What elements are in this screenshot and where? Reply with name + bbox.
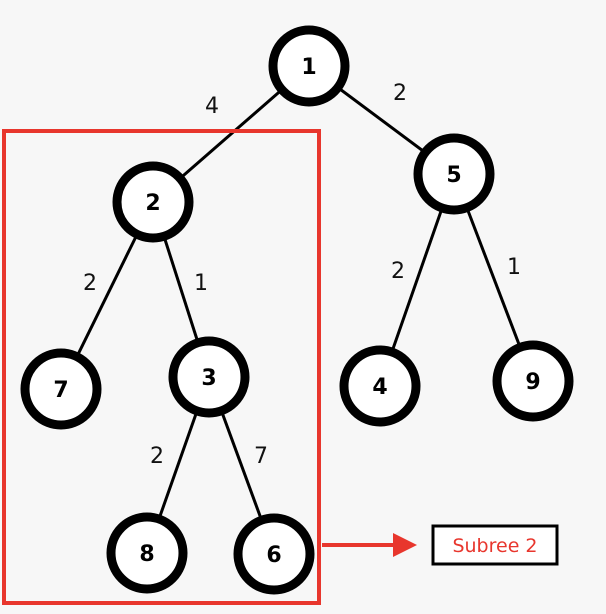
subtree-highlight-box xyxy=(2,129,321,605)
node-label: 1 xyxy=(301,55,316,80)
node-label: 6 xyxy=(266,543,281,568)
nodes: 1 2 5 7 3 4 9 8 xyxy=(20,25,574,595)
tree-node-6[interactable]: 6 xyxy=(233,513,315,595)
node-label: 5 xyxy=(446,163,461,188)
edge-weight-3-8: 2 xyxy=(150,444,164,469)
edge-weight-1-2: 4 xyxy=(205,94,219,119)
node-label: 2 xyxy=(145,191,160,216)
tree-node-3[interactable]: 3 xyxy=(168,336,250,418)
tree-node-9[interactable]: 9 xyxy=(492,340,574,422)
tree-node-8[interactable]: 8 xyxy=(106,512,188,594)
tree-node-2[interactable]: 2 xyxy=(112,161,194,243)
node-label: 7 xyxy=(53,378,68,403)
tree-node-4[interactable]: 4 xyxy=(339,345,421,427)
tree-node-7[interactable]: 7 xyxy=(20,348,102,430)
edge-weight-5-9: 1 xyxy=(507,255,521,280)
node-label: 9 xyxy=(525,370,540,395)
edge-weight-1-5: 2 xyxy=(393,81,407,106)
node-label: 4 xyxy=(372,375,387,400)
edge-weight-3-6: 7 xyxy=(254,444,268,469)
edge-weight-2-3: 1 xyxy=(194,271,208,296)
tree-node-1[interactable]: 1 xyxy=(268,25,350,107)
edge-weight-5-4: 2 xyxy=(391,259,405,284)
node-label: 8 xyxy=(139,542,154,567)
callout-arrow xyxy=(322,533,417,557)
subtree-callout-label: Subree 2 xyxy=(431,524,559,566)
callout-text: Subree 2 xyxy=(452,535,537,557)
edge-weight-2-7: 2 xyxy=(83,271,97,296)
tree-node-5[interactable]: 5 xyxy=(413,133,495,215)
node-label: 3 xyxy=(201,366,216,391)
